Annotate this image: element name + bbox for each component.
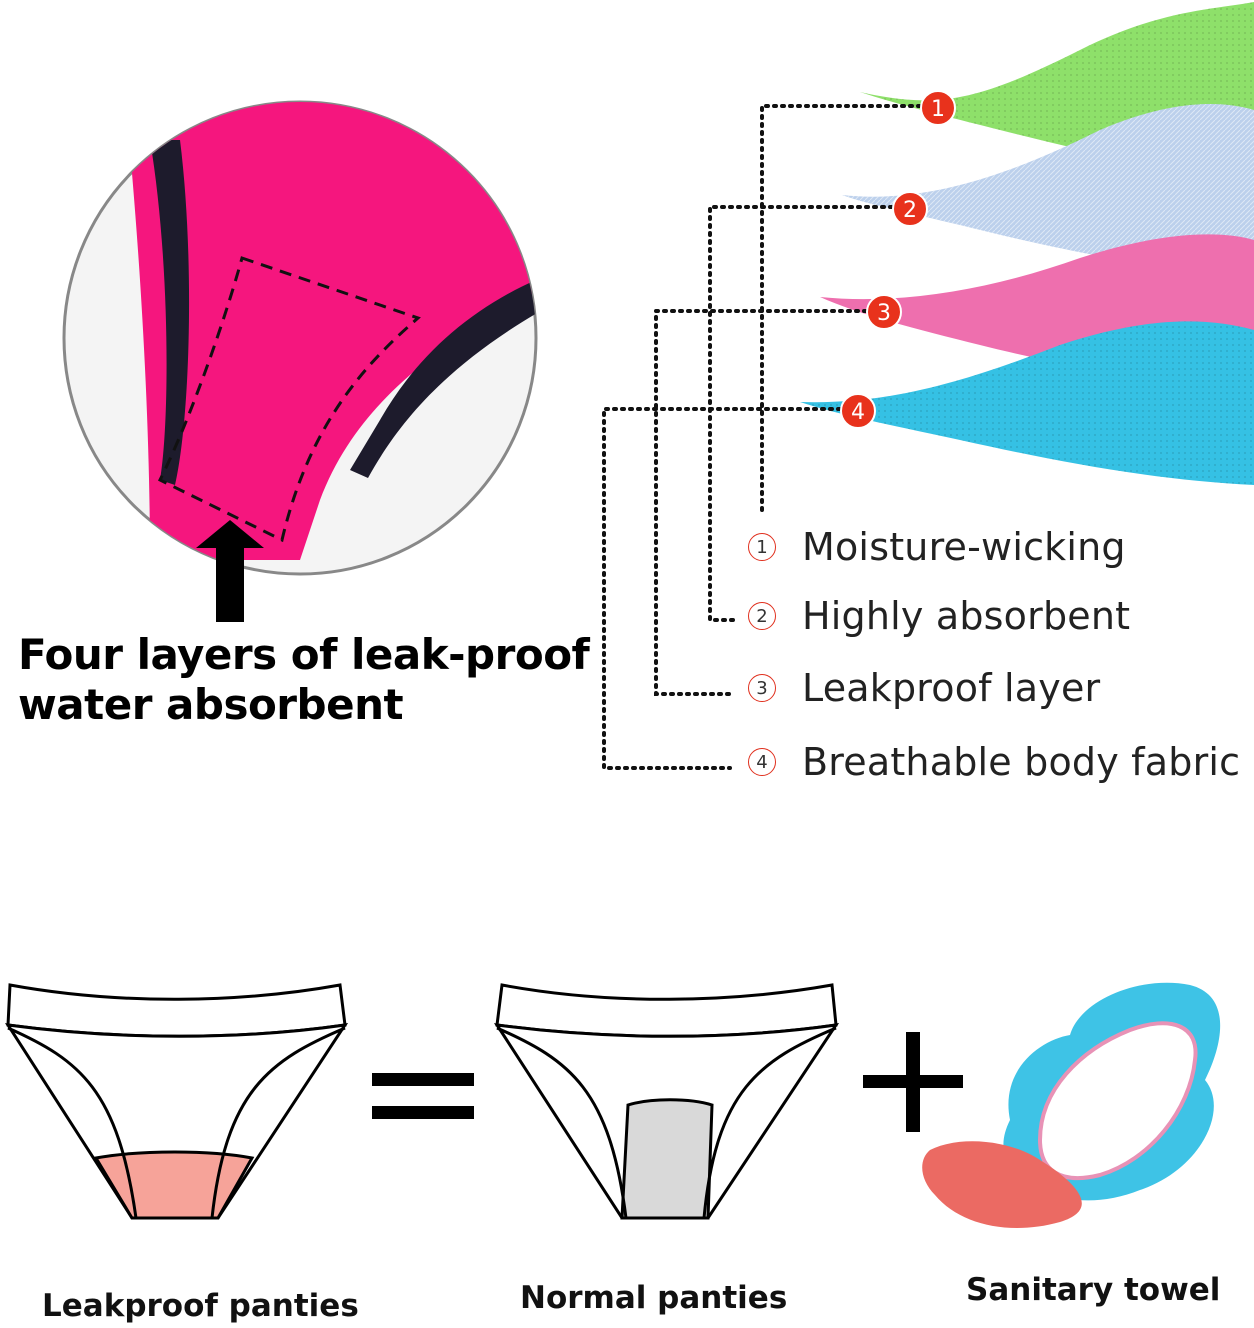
layer-number-icon: 1 [748, 533, 776, 561]
headline-line-1: Four layers of leak-proof [18, 630, 590, 679]
svg-text:3: 3 [877, 301, 891, 326]
arrow-up-icon [196, 520, 264, 622]
svg-text:4: 4 [851, 400, 865, 425]
layer-badge-2: 2 [892, 191, 928, 227]
headline-line-2: water absorbent [18, 680, 404, 729]
sanitary-towel-drawing [922, 982, 1221, 1229]
magnified-panty-view [62, 100, 538, 622]
svg-text:1: 1 [931, 97, 945, 122]
layer-label-highly-absorbent: 2 Highly absorbent [748, 594, 1130, 638]
layer-number-icon: 2 [748, 602, 776, 630]
headline: Four layers of leak-proof water absorben… [18, 630, 618, 730]
layer-number-icon: 4 [748, 748, 776, 776]
caption-leakproof-panties: Leakproof panties [42, 1288, 359, 1324]
layer-number-icon: 3 [748, 674, 776, 702]
svg-text:2: 2 [903, 198, 917, 223]
layer-label-moisture-wicking: 1 Moisture-wicking [748, 525, 1126, 569]
layer-label-text: Moisture-wicking [802, 525, 1126, 569]
layer-badge-1: 1 [920, 90, 956, 126]
layer-label-text: Leakproof layer [802, 666, 1101, 710]
layer-label-text: Highly absorbent [802, 594, 1131, 638]
caption-sanitary-towel: Sanitary towel [966, 1272, 1221, 1308]
normal-panty-drawing [493, 983, 840, 1220]
layer-badges: 1 2 3 4 [840, 90, 956, 429]
layer-badge-4: 4 [840, 393, 876, 429]
leader-lines [602, 104, 922, 770]
layer-label-breathable-body-fabric: 4 Breathable body fabric [748, 740, 1240, 784]
fabric-layer-stack [800, 2, 1254, 485]
caption-normal-panties: Normal panties [520, 1280, 788, 1316]
plus-icon [863, 1032, 963, 1132]
layer-label-text: Breathable body fabric [802, 740, 1241, 784]
equals-icon [372, 1073, 474, 1119]
layer-badge-3: 3 [866, 294, 902, 330]
leakproof-panty-drawing [4, 983, 349, 1220]
layer-label-leakproof-layer: 3 Leakproof layer [748, 666, 1100, 710]
